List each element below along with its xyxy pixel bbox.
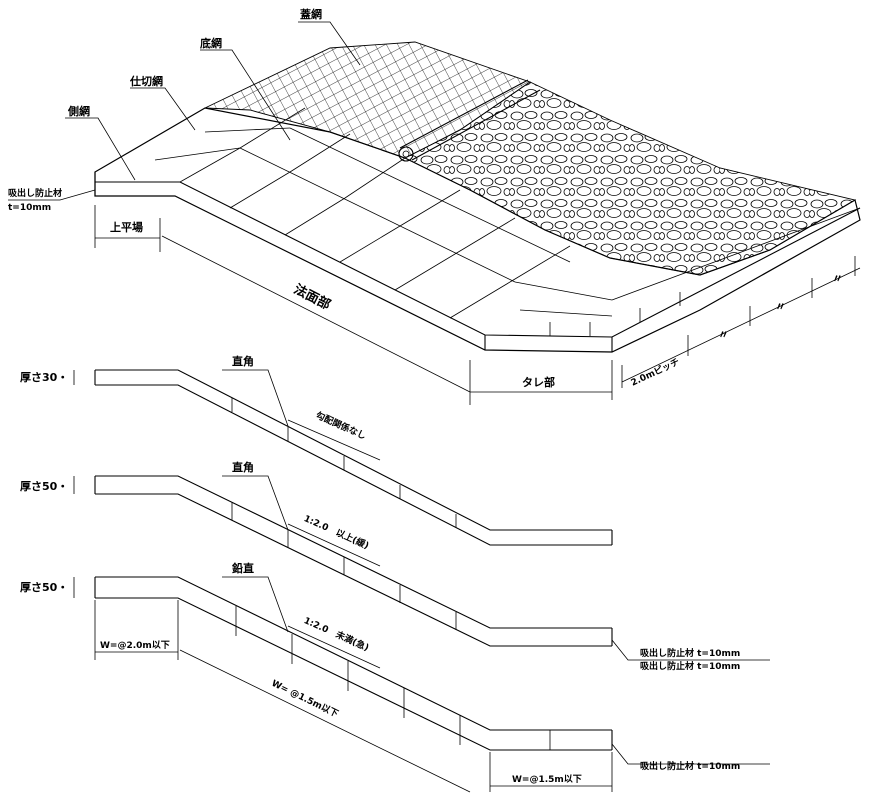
bottom-dimensions: W=@2.0m以下 W= @1.5m以下 W=@1.5m以下 吸出し防止材 t=…	[94, 600, 740, 793]
partition-lines	[154, 107, 861, 336]
w-bottom-label: W=@1.5m以下	[512, 774, 582, 785]
tare-part-label: タレ部	[522, 375, 555, 389]
ditto-mark-1: 〃	[718, 328, 729, 341]
section-1-thickness: 厚さ30・	[20, 371, 68, 384]
section-3: 厚さ50・ 鉛直 1:2.0 未満(急) 吸出し防止材 t=10mm	[20, 561, 770, 765]
pitch-dimension	[621, 256, 861, 388]
section-3-outflow: 吸出し防止材 t=10mm	[640, 660, 740, 672]
lid-net-label: 蓋網	[300, 7, 322, 21]
section-1-gradient: 勾配関係なし	[314, 409, 368, 442]
tare-dimension	[470, 360, 613, 400]
top-flat-label: 上平場	[110, 220, 143, 234]
w-top-label: W=@2.0m以下	[100, 640, 170, 651]
section-1-angle: 直角	[232, 354, 254, 368]
slope-part-label: 法面部	[291, 281, 333, 313]
section-3-thickness: 厚さ50・	[20, 581, 68, 594]
ditto-mark-2: 〃	[775, 300, 786, 313]
section-2-angle: 直角	[232, 460, 254, 474]
section-2: 厚さ50・ 直角 1:2.0 以上(緩) 吸出し防止材 t=10mm	[20, 460, 770, 661]
mesh-roll	[398, 79, 541, 162]
ditto-mark-3: 〃	[832, 272, 843, 285]
outflow-last-label: 吸出し防止材 t=10mm	[640, 760, 740, 772]
section-3-angle: 鉛直	[232, 561, 254, 575]
section-2-outflow: 吸出し防止材 t=10mm	[640, 647, 740, 659]
pitch-label: 2.0mピッチ	[629, 356, 681, 389]
outflow-thickness-label: t=10mm	[8, 203, 51, 213]
mattress-body	[94, 107, 861, 353]
outflow-material-label: 吸出し防止材	[8, 187, 62, 199]
top-flat-dimension	[94, 205, 161, 252]
section-2-thickness: 厚さ50・	[20, 480, 68, 493]
leader-lines	[8, 21, 361, 201]
slope-dimension	[161, 235, 471, 405]
bottom-net-label: 底網	[200, 36, 222, 50]
side-net-label: 側網	[67, 104, 90, 118]
partition-net-label: 仕切網	[129, 74, 163, 88]
isometric-mattress: 蓋網 底網 仕切網 側網 吸出し防止材 t=10mm 上平場 法面部 タレ部 2…	[8, 7, 861, 405]
